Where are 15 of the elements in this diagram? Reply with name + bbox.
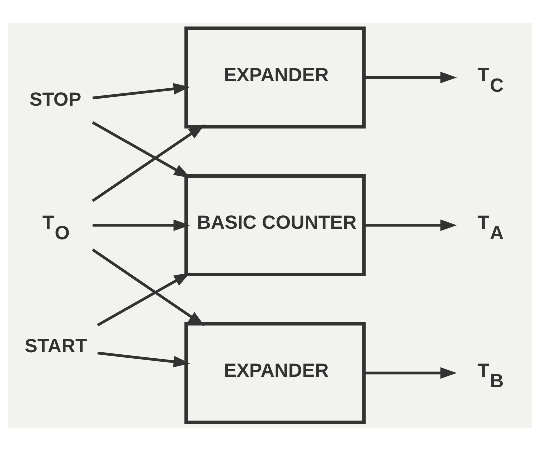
arrow (364, 71, 458, 83)
node-box: EXPANDER (184, 26, 366, 128)
node-box: EXPANDER (184, 322, 366, 424)
arrow (98, 351, 190, 368)
arrow (92, 82, 190, 100)
arrow (92, 219, 190, 231)
arrow (364, 219, 458, 231)
node-text: STOP (30, 90, 82, 111)
arrow (97, 272, 191, 326)
node-box: BASIC COUNTER (184, 174, 366, 276)
node-text: START (24, 336, 88, 357)
arrow (92, 248, 206, 326)
arrow (92, 121, 191, 178)
arrow (364, 367, 458, 379)
arrow (92, 124, 206, 202)
